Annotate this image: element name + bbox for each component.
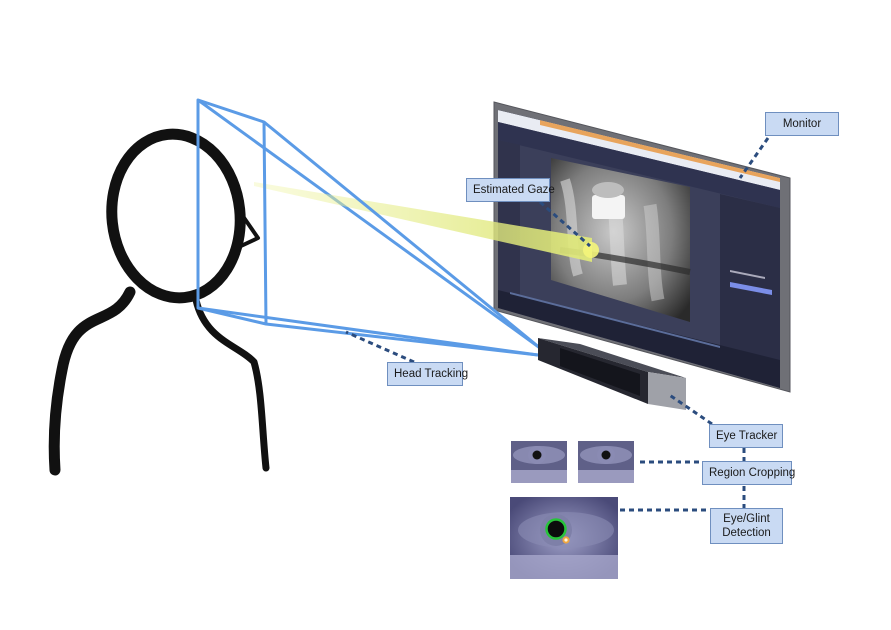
eye-glint-label-line1: Eye/Glint	[723, 513, 770, 525]
eye-crop-right	[578, 441, 634, 483]
eye-tracker-device-icon	[538, 338, 686, 410]
gaze-point	[583, 242, 599, 258]
monitor-icon	[493, 101, 791, 393]
eye-glint-label-line2: Detection	[722, 527, 771, 539]
eye-tracker-label: Eye Tracker	[709, 424, 783, 448]
estimated-gaze-label: Estimated Gaze	[466, 178, 555, 202]
head-tracking-frustum-front	[196, 98, 541, 357]
region-cropping-label: Region Cropping	[702, 461, 795, 485]
person-silhouette-icon	[48, 128, 270, 476]
dental-xray-image	[551, 158, 691, 322]
eye-glint-detection-label: Eye/Glint Detection	[710, 508, 783, 544]
eye-crop-left	[511, 441, 567, 483]
connectors	[345, 137, 770, 512]
pupil-ring	[545, 518, 567, 540]
gaze-beam	[254, 182, 592, 262]
eye-glint-detection-image	[510, 497, 618, 579]
head-tracking-label: Head Tracking	[387, 362, 468, 386]
monitor-label: Monitor	[765, 112, 839, 136]
